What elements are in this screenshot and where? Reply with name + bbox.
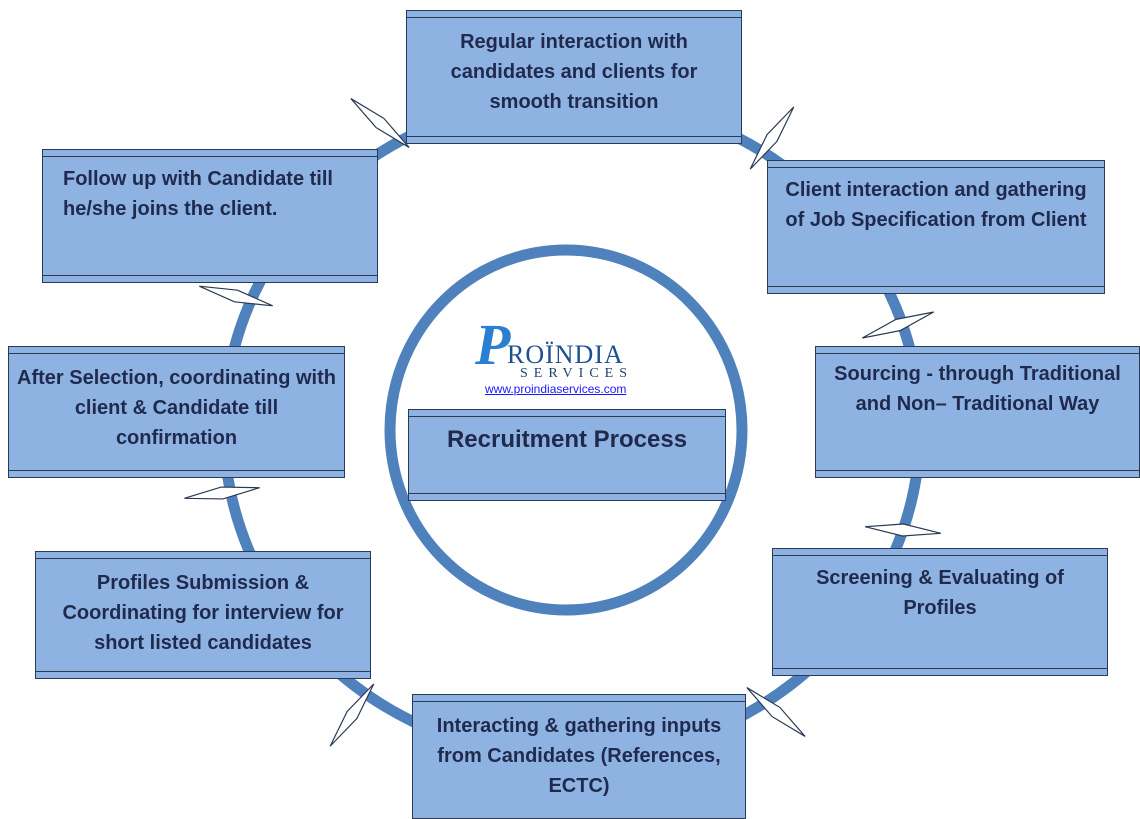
flow-arrow-6 xyxy=(329,683,375,747)
center-title: Recruitment Process xyxy=(446,426,688,453)
flow-arrow-3 xyxy=(862,311,934,339)
flow-arrow-1 xyxy=(350,98,410,148)
inner-ring xyxy=(384,244,748,616)
step-box-3: Sourcing - through Traditional and Non– … xyxy=(815,346,1140,478)
step-box-4: Screening & Evaluating of Profiles xyxy=(772,548,1108,676)
flow-arrow-5 xyxy=(746,687,806,737)
step-box-1: Regular interaction with candidates and … xyxy=(406,10,742,144)
flow-arrow-4 xyxy=(864,523,942,537)
flow-arrow-7 xyxy=(184,486,260,500)
arrows-group xyxy=(184,98,942,747)
step-box-5: Interacting & gathering inputs from Cand… xyxy=(412,694,746,819)
step-box-2: Client interaction and gathering of Job … xyxy=(767,160,1105,294)
flow-arrow-8 xyxy=(199,285,273,307)
step-text-7: After Selection, coordinating with clien… xyxy=(17,367,336,449)
step-text-2: Client interaction and gathering of Job … xyxy=(785,179,1087,231)
flow-arrow-2 xyxy=(749,106,795,170)
step-text-4: Screening & Evaluating of Profiles xyxy=(816,567,1064,619)
step-text-3: Sourcing - through Traditional and Non– … xyxy=(834,363,1121,415)
company-logo: P ROÏNDIA SERVICES www.proindiaservices.… xyxy=(475,312,665,397)
step-box-6: Profiles Submission & Coordinating for i… xyxy=(35,551,371,679)
center-title-box: Recruitment Process xyxy=(408,409,726,501)
logo-letter: P xyxy=(475,312,511,377)
logo-name: ROÏNDIA xyxy=(507,340,624,369)
step-text-8: Follow up with Candidate till he/she joi… xyxy=(63,168,333,220)
logo-tagline: SERVICES xyxy=(520,366,634,381)
website-link[interactable]: www.proindiaservices.com xyxy=(485,382,627,396)
step-text-5: Interacting & gathering inputs from Cand… xyxy=(436,715,722,797)
step-text-6: Profiles Submission & Coordinating for i… xyxy=(62,572,344,654)
step-box-8: Follow up with Candidate till he/she joi… xyxy=(42,149,378,283)
step-text-1: Regular interaction with candidates and … xyxy=(450,31,698,113)
step-box-7: After Selection, coordinating with clien… xyxy=(8,346,345,478)
